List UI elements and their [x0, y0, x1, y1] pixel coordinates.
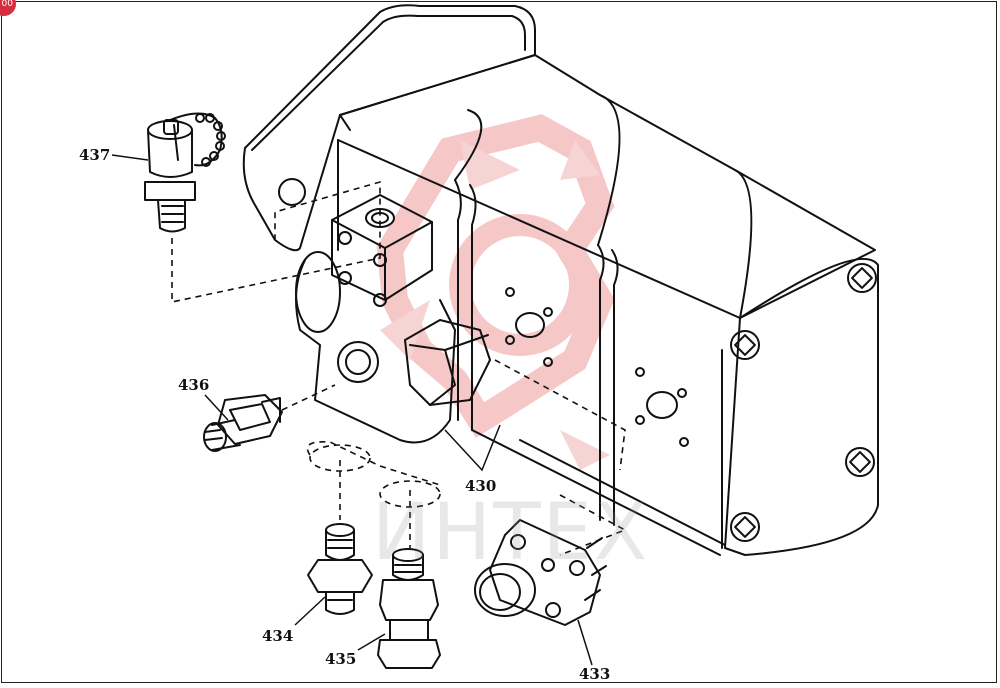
fitting-435: [377, 548, 441, 669]
callout-433: 433: [579, 665, 611, 683]
callout-434: 434: [262, 627, 294, 645]
callout-435: 435: [325, 650, 357, 668]
flange-fitting-433: [474, 519, 607, 626]
watermark-text: ИНТЕХ: [372, 488, 650, 578]
callout-430: 430: [465, 477, 497, 495]
callout-436: 436: [178, 376, 210, 394]
leader-lines: [111, 154, 593, 666]
fitting-434: [307, 523, 373, 615]
fitting-436: [203, 394, 283, 452]
watermark-logo: [376, 114, 615, 470]
corner-badge: 00: [0, 0, 16, 16]
gear-pump-430: [242, 4, 879, 556]
callout-437: 437: [79, 146, 111, 164]
quick-coupling-437: [144, 112, 226, 233]
assembly-lines: [171, 180, 627, 556]
